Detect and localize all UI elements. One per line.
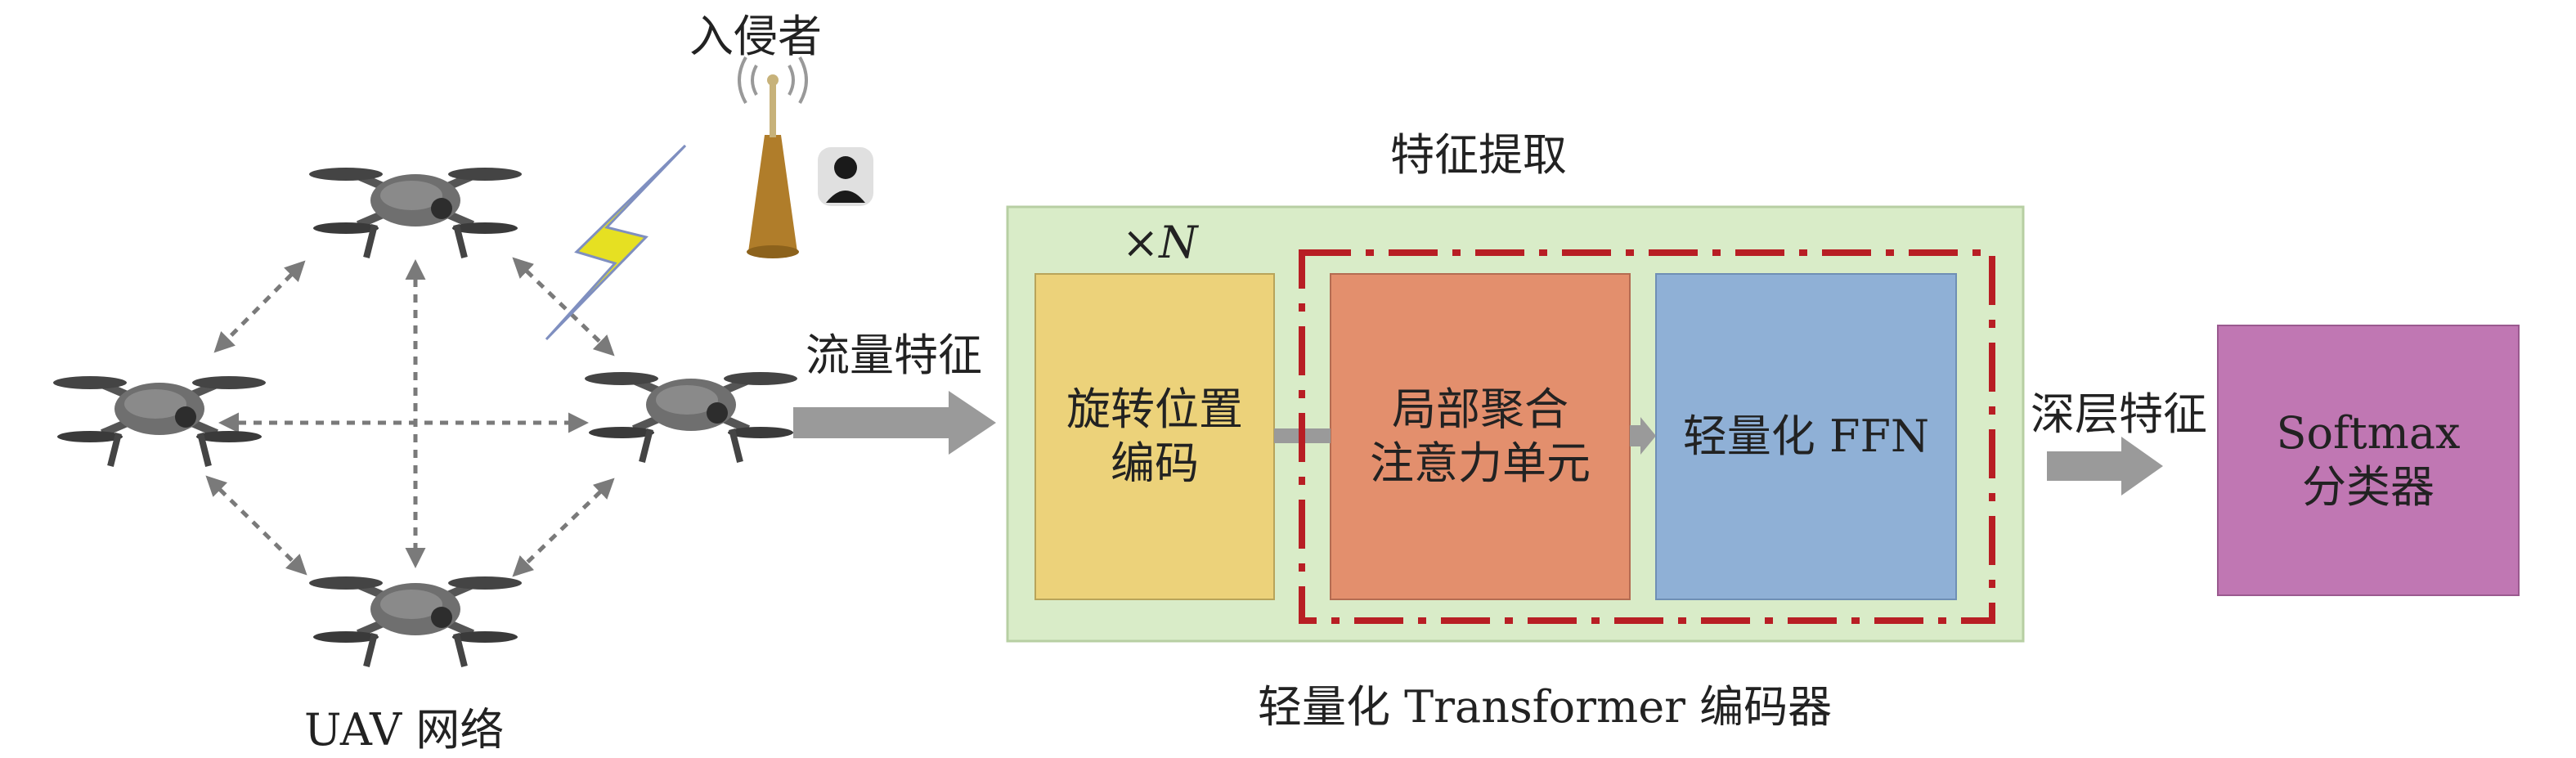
deep-features-label: 深层特征 [2031,388,2207,440]
drone-icon-bottom [309,576,522,666]
pos-encoding-line1: 旋转位置 [1066,383,1243,435]
lightning-icon [545,144,687,341]
ffn-box [1655,273,1957,600]
attention-line1: 局部聚合 [1392,383,1568,435]
antenna-icon [738,56,808,258]
attention-box [1330,273,1631,600]
softmax-text: Softmax 分类器 [2218,325,2519,595]
attention-to-ffn-arrow [1630,417,1656,455]
feature-extraction-label: 特征提取 [1390,129,1567,181]
pos-encoding-box [1034,273,1275,600]
traffic-features-label: 流量特征 [806,330,982,381]
drone-icon-left [53,376,266,466]
uav-network-label: UAV 网络 [304,704,505,756]
pos-encoding-text: 旋转位置 编码 [1035,274,1274,599]
encoder-caption: 轻量化 Transformer 编码器 [1258,681,1833,733]
drone-icon-top [309,168,522,258]
traffic-arrow [793,391,996,455]
person-icon [818,147,873,206]
attention-line2: 注意力单元 [1370,437,1591,489]
ffn-label: 轻量化 FFN [1682,410,1930,462]
repeat-prefix: × [1122,217,1160,268]
drone-icon-right [585,372,797,462]
local-module-border [1299,249,1995,624]
repeat-count-label: ×N [1122,217,1198,268]
ffn-text: 轻量化 FFN [1656,274,1956,599]
softmax-line2: 分类器 [2302,461,2435,513]
deep-features-arrow [2047,437,2163,496]
softmax-box [2217,325,2520,596]
pos-encoding-line2: 编码 [1111,437,1199,489]
softmax-line1: Softmax [2276,407,2461,459]
attention-text: 局部聚合 注意力单元 [1331,274,1630,599]
uav-links [205,257,615,577]
intruder-label: 入侵者 [689,11,822,62]
repeat-variable: N [1159,217,1198,268]
